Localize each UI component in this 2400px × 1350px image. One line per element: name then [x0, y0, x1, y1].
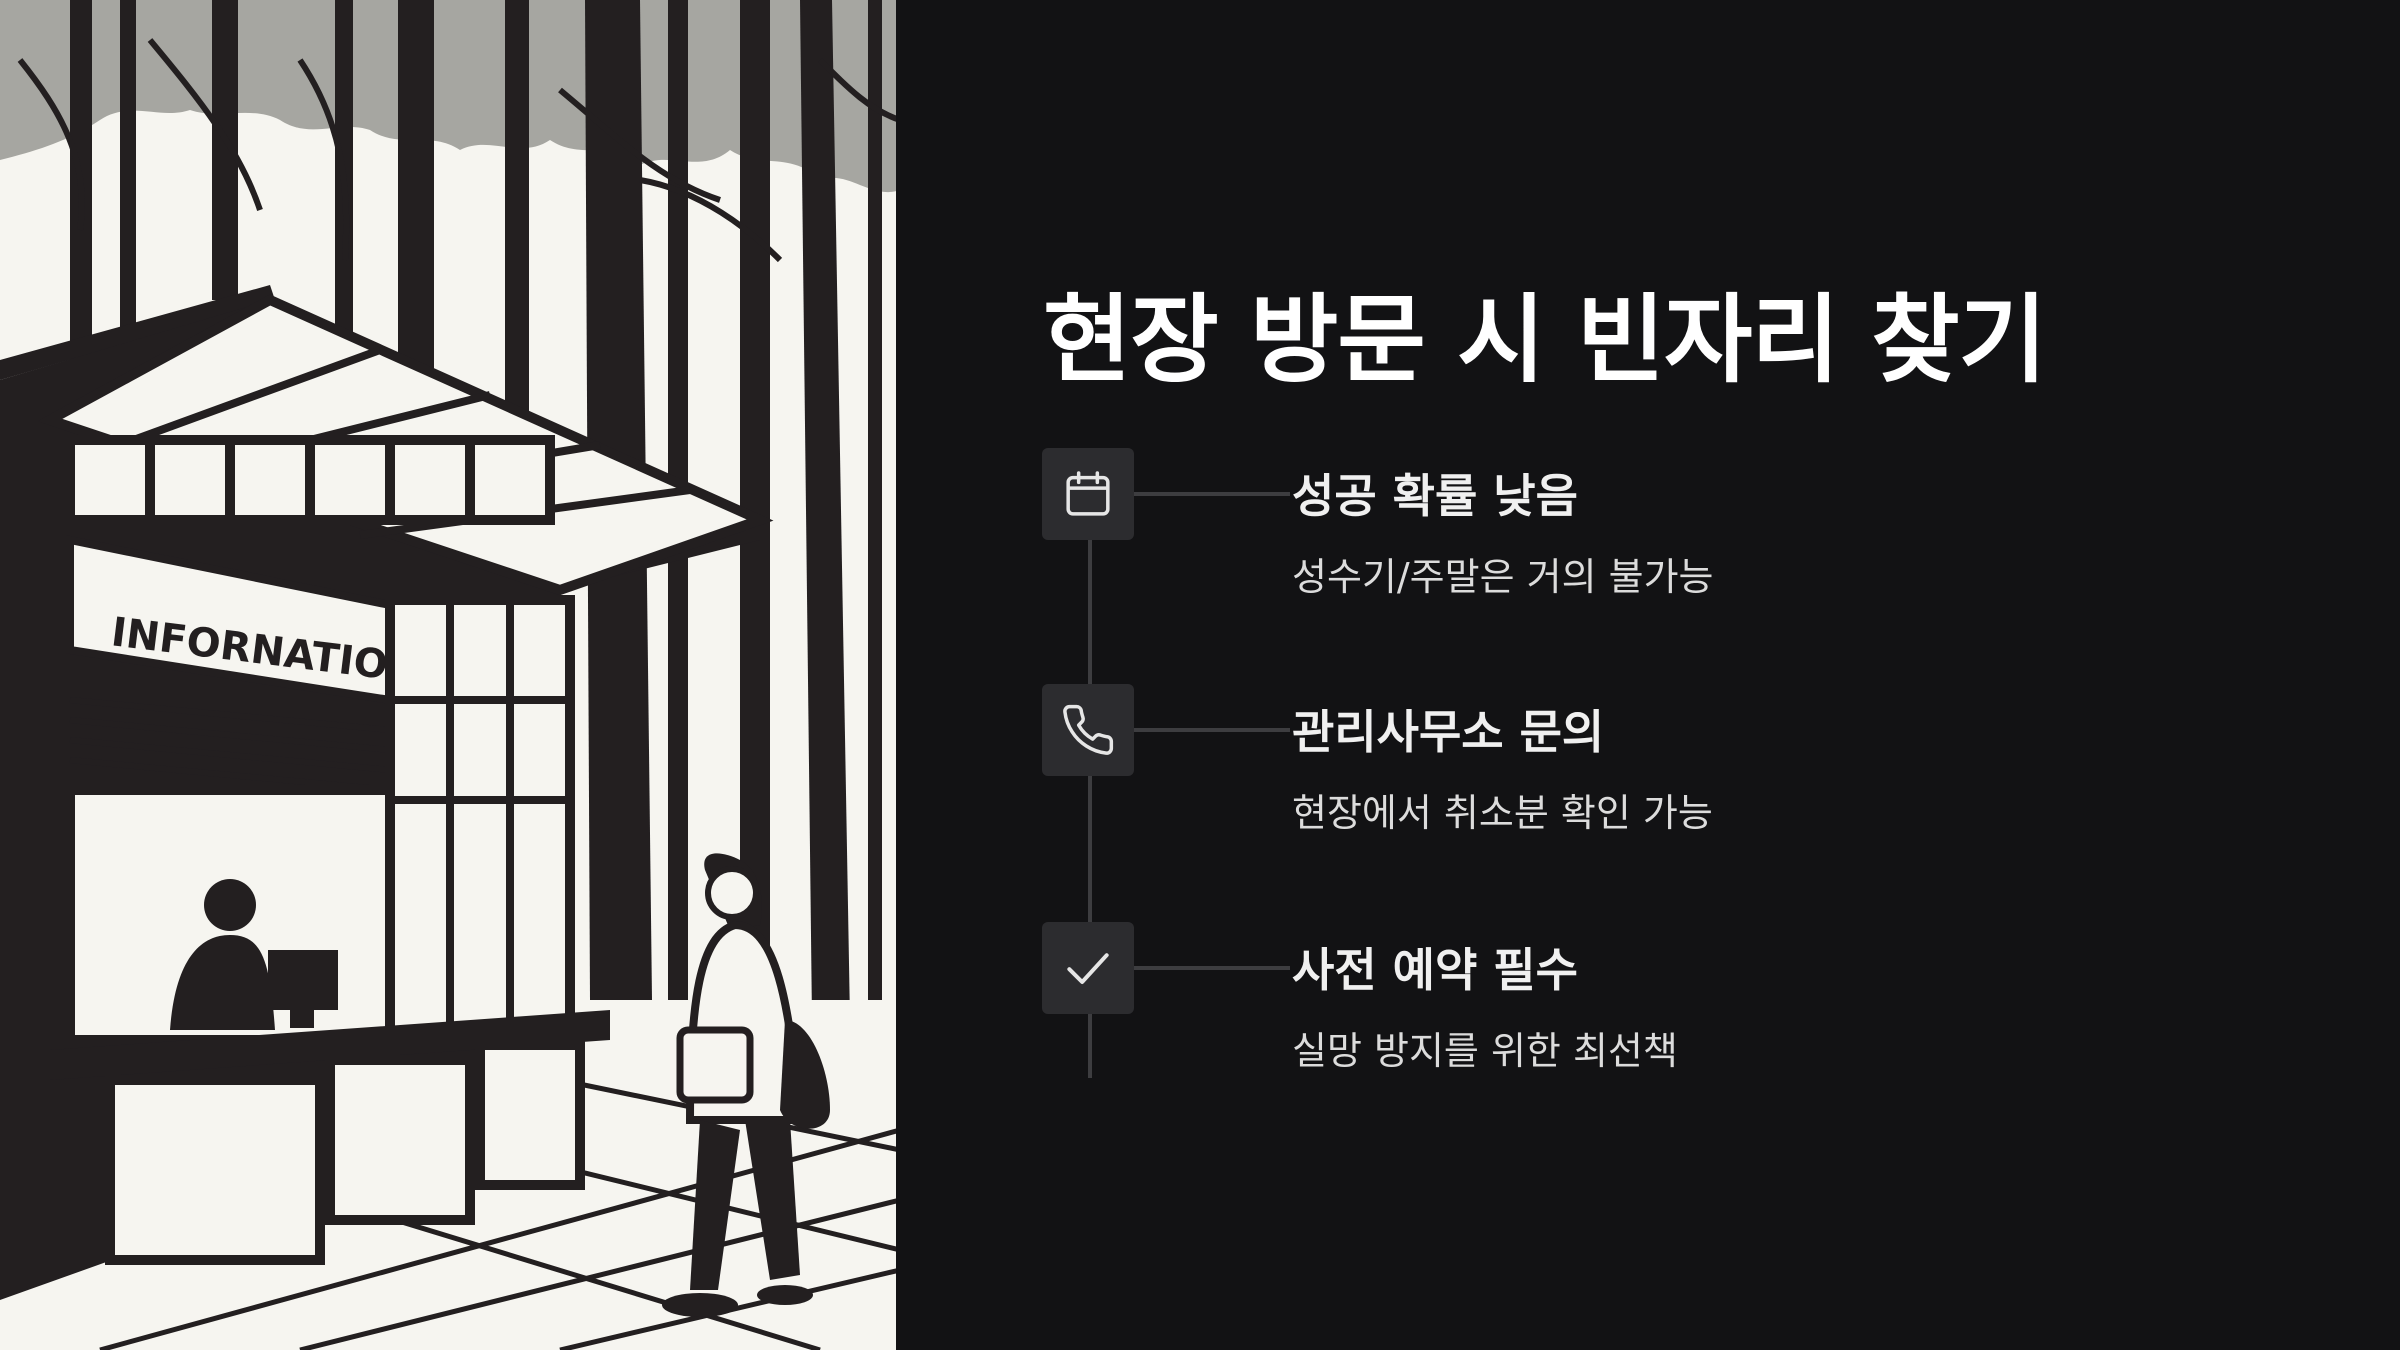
phone-icon-box [1042, 684, 1134, 776]
step-1-connector [1134, 492, 1290, 496]
step-3: 사전 예약 필수 실망 방지를 위한 최선책 [1042, 922, 2242, 1102]
check-icon-box [1042, 922, 1134, 1014]
step-1-description: 성수기/주말은 거의 불가능 [1292, 555, 1714, 599]
step-2: 관리사무소 문의 현장에서 취소분 확인 가능 [1042, 684, 2242, 864]
step-3-title: 사전 예약 필수 [1292, 943, 1578, 997]
content-panel: 현장 방문 시 빈자리 찾기 성공 확률 낮음 성수기/주말은 거의 불가능 [900, 0, 2400, 1350]
calendar-icon-box [1042, 448, 1134, 540]
step-2-description: 현장에서 취소분 확인 가능 [1292, 791, 1713, 835]
step-3-description: 실망 방지를 위한 최선책 [1292, 1029, 1678, 1073]
step-1: 성공 확률 낮음 성수기/주말은 거의 불가능 [1042, 448, 2242, 628]
phone-icon [1063, 704, 1114, 755]
information-booth-illustration: INFORNATION [0, 0, 900, 1350]
step-3-connector [1134, 966, 1290, 970]
slide-title: 현장 방문 시 빈자리 찾기 [1043, 284, 2047, 396]
calendar-icon [1066, 471, 1110, 516]
step-2-connector [1134, 728, 1290, 732]
timeline-line [1088, 490, 1092, 1078]
check-icon [1067, 953, 1109, 984]
step-1-title: 성공 확률 낮음 [1292, 469, 1578, 523]
step-2-title: 관리사무소 문의 [1292, 705, 1605, 759]
